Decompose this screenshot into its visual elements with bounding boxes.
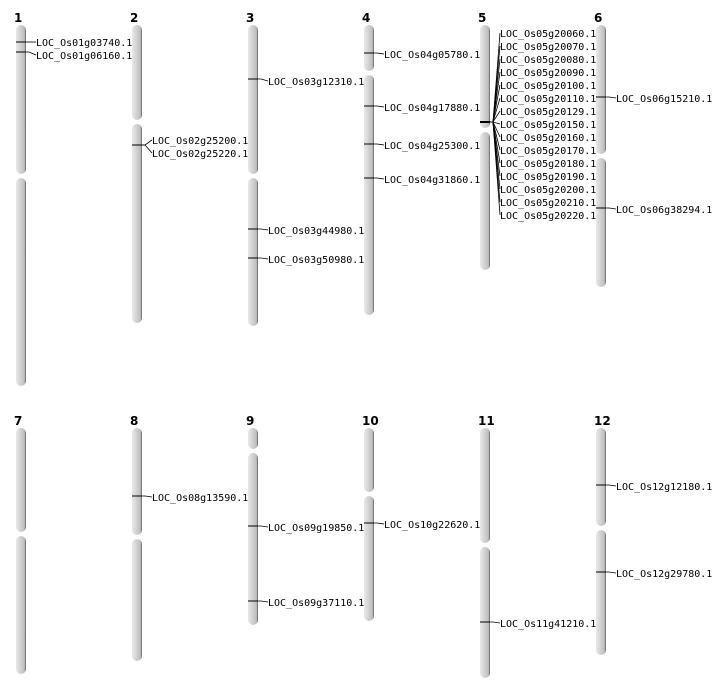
gene-label: LOC_Os02g25220.1 <box>152 149 248 160</box>
gene-connector <box>374 105 385 108</box>
chromosome-arm-short <box>132 25 142 120</box>
gene-label: LOC_Os01g03740.1 <box>36 38 132 49</box>
chromosome-number: 4 <box>362 11 370 25</box>
gene-label: LOC_Os01g06160.1 <box>36 51 132 62</box>
gene-connector <box>258 600 269 603</box>
gene-connector <box>374 143 385 146</box>
chromosome-arm-long <box>16 536 26 674</box>
gene-label: LOC_Os03g44980.1 <box>268 226 364 237</box>
gene-connector <box>374 522 385 525</box>
gene-label: LOC_Os06g15210.1 <box>616 94 712 105</box>
gene-label: LOC_Os05g20190.1 <box>500 172 596 183</box>
chromosome-number: 1 <box>14 11 22 25</box>
gene-label: LOC_Os04g17880.1 <box>384 103 480 114</box>
gene-label: LOC_Os03g50980.1 <box>268 255 364 266</box>
gene-label: LOC_Os12g29780.1 <box>616 569 712 580</box>
chromosome-arm-short <box>132 428 142 535</box>
chromosome-number: 9 <box>246 414 254 428</box>
chromosome-arm-long <box>480 547 490 678</box>
chromosome-number: 3 <box>246 11 254 25</box>
chromosome-number: 7 <box>14 414 22 428</box>
chromosome-arm-long <box>248 178 258 326</box>
chromosome-number: 11 <box>478 414 495 428</box>
gene-label: LOC_Os04g05780.1 <box>384 50 480 61</box>
chromosome-arm-long <box>596 530 606 655</box>
gene-connector <box>490 121 501 216</box>
gene-label: LOC_Os10g22620.1 <box>384 520 480 531</box>
chromosome-arm-long <box>16 178 26 386</box>
chromosome-arm-short <box>364 25 374 71</box>
gene-label: LOC_Os04g25300.1 <box>384 141 480 152</box>
gene-connector <box>606 484 617 487</box>
gene-label: LOC_Os08g13590.1 <box>152 493 248 504</box>
chromosome-number: 6 <box>594 11 602 25</box>
chromosome-number: 12 <box>594 414 611 428</box>
chromosome-arm-short <box>364 428 374 492</box>
gene-label: LOC_Os09g19850.1 <box>268 523 364 534</box>
chromosome-arm-long <box>596 158 606 287</box>
gene-label: LOC_Os02g25200.1 <box>152 136 248 147</box>
gene-connector <box>142 495 153 498</box>
gene-label: LOC_Os05g20060.1 <box>500 29 596 40</box>
gene-connector <box>26 51 37 56</box>
chromosome-arm-short <box>248 428 258 449</box>
gene-connector <box>142 139 153 146</box>
gene-connector <box>142 144 153 154</box>
gene-label: LOC_Os03g12310.1 <box>268 77 364 88</box>
gene-label: LOC_Os05g20180.1 <box>500 159 596 170</box>
chromosome-arm-short <box>16 428 26 532</box>
gene-label: LOC_Os05g20150.1 <box>500 120 596 131</box>
chromosome-arm-short <box>596 25 606 154</box>
gene-connector <box>606 96 617 99</box>
gene-label: LOC_Os05g20129.1 <box>500 107 596 118</box>
chromosome-arm-short <box>16 25 26 174</box>
gene-label: LOC_Os09g37110.1 <box>268 598 364 609</box>
gene-connector <box>258 257 269 260</box>
chromosome-number: 10 <box>362 414 379 428</box>
gene-label: LOC_Os06g38294.1 <box>616 205 712 216</box>
gene-connector <box>258 525 269 528</box>
gene-label: LOC_Os05g20100.1 <box>500 81 596 92</box>
chromosome-number: 5 <box>478 11 486 25</box>
gene-connector <box>490 621 501 624</box>
gene-connector <box>374 177 385 180</box>
chromosome-arm-short <box>480 25 490 128</box>
gene-label: LOC_Os05g20160.1 <box>500 133 596 144</box>
gene-label: LOC_Os12g12180.1 <box>616 482 712 493</box>
gene-connector <box>374 52 385 55</box>
chromosome-arm-long <box>480 132 490 270</box>
gene-label: LOC_Os05g20090.1 <box>500 68 596 79</box>
chromosome-arm-long <box>364 496 374 621</box>
gene-connector <box>606 207 617 210</box>
chromosome-number: 8 <box>130 414 138 428</box>
chromosome-arm-long <box>132 539 142 661</box>
gene-label: LOC_Os05g20200.1 <box>500 185 596 196</box>
gene-connector <box>258 228 269 231</box>
chromosome-arm-short <box>248 25 258 174</box>
gene-label: LOC_Os05g20170.1 <box>500 146 596 157</box>
gene-label: LOC_Os04g31860.1 <box>384 175 480 186</box>
gene-connector <box>606 571 617 574</box>
gene-connector <box>258 78 269 82</box>
chromosome-arm-short <box>596 428 606 526</box>
gene-label: LOC_Os05g20220.1 <box>500 211 596 222</box>
gene-label: LOC_Os11g41210.1 <box>500 619 596 630</box>
gene-label: LOC_Os05g20080.1 <box>500 55 596 66</box>
gene-label: LOC_Os05g20070.1 <box>500 42 596 53</box>
chromosome-arm-long <box>248 453 258 625</box>
gene-label: LOC_Os05g20210.1 <box>500 198 596 209</box>
chromosome-arm-short <box>480 428 490 543</box>
chromosome-arm-long <box>132 124 142 323</box>
gene-label: LOC_Os05g20110.1 <box>500 94 596 105</box>
chromosome-number: 2 <box>130 11 138 25</box>
chromosome-arm-long <box>364 75 374 315</box>
